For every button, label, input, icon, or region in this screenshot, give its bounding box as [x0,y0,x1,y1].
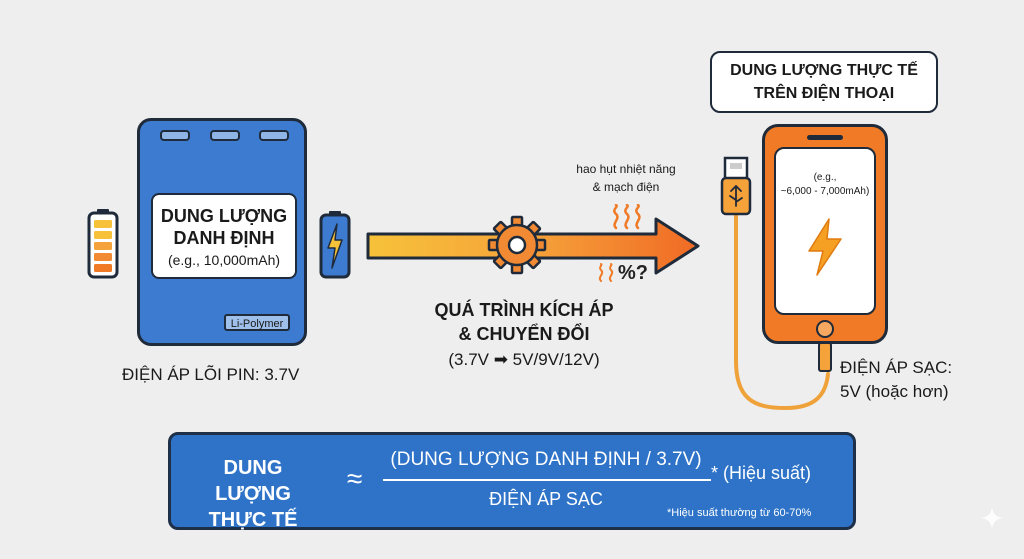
heat-loss-text: hao hụt nhiệt năng [576,162,676,176]
core-voltage-caption: ĐIỆN ÁP LÕI PIN: 3.7V [122,365,300,384]
chemistry-badge: Li-Polymer [224,314,290,331]
formula-lhs-text: DUNG LƯỢNG [215,457,291,505]
nominal-capacity-example: (e.g., 10,000mAh) [167,252,281,268]
power-bank-port [259,130,289,141]
heat-loss-label: hao hụt nhiệt năng & mạch điện [553,160,699,196]
formula-lhs: DUNG LƯỢNG THỰC TẾ [193,455,313,533]
charge-voltage-text: 5V (hoặc hơn) [840,382,949,401]
sparkle-icon [981,507,1003,529]
conversion-title: QUÁ TRÌNH KÍCH ÁP [434,300,614,320]
charge-voltage-caption: ĐIỆN ÁP SẠC: 5V (hoặc hơn) [840,356,952,404]
heat-waves-icon [598,263,614,282]
conversion-title: & CHUYỂN ĐỔI [458,324,590,344]
nominal-capacity-title: DUNG LƯỢNG [160,206,288,226]
actual-capacity-title-box: DUNG LƯỢNG THỰC TẾ TRÊN ĐIỆN THOẠI [710,51,938,113]
formula-denominator: ĐIỆN ÁP SẠC [489,489,603,509]
nominal-capacity-title: DANH ĐỊNH [173,228,275,248]
charging-battery-icon [319,211,351,279]
conversion-voltages: (3.7V ➡ 5V/9V/12V) [448,350,600,369]
power-bank-port [210,130,240,141]
efficiency-note: *Hiệu suất thường từ 60-70% [667,507,812,519]
gear-icon [487,215,547,275]
loss-percentage-marker: %? [618,262,648,284]
power-bank-port [160,130,190,141]
phone-screen: (e.g., ~6,000 - 7,000mAh) [774,147,876,315]
phone-charging-plug [818,342,832,372]
formula-lhs-text: THỰC TẾ [208,509,298,531]
fraction-bar [383,479,711,481]
phone-speaker [807,135,843,140]
charge-voltage-text: ĐIỆN ÁP SẠC: [840,358,953,377]
formula-numerator: (DUNG LƯỢNG DANH ĐỊNH / 3.7V) [390,449,702,470]
phone-capacity-example: (e.g., [813,172,837,183]
smartphone: (e.g., ~6,000 - 7,000mAh) [762,124,888,344]
battery-level-icon [87,209,119,279]
formula-box: DUNG LƯỢNG THỰC TẾ ≈ (DUNG LƯỢNG DANH ĐỊ… [168,432,856,533]
phone-capacity-example: ~6,000 - 7,000mAh) [780,186,870,197]
approx-symbol: ≈ [347,463,363,494]
conversion-process-label: QUÁ TRÌNH KÍCH ÁP & CHUYỂN ĐỔI (3.7V ➡ 5… [404,298,644,372]
heat-waves-icon [613,204,641,230]
actual-capacity-title: TRÊN ĐIỆN THOẠI [753,85,895,102]
usb-cable [720,156,830,411]
home-button [816,320,834,338]
heat-loss-text: & mạch điện [592,180,660,194]
efficiency-multiplier: * (Hiệu suất) [711,463,812,483]
actual-capacity-title: DUNG LƯỢNG THỰC TẾ [730,62,918,79]
lightning-icon [808,218,842,276]
